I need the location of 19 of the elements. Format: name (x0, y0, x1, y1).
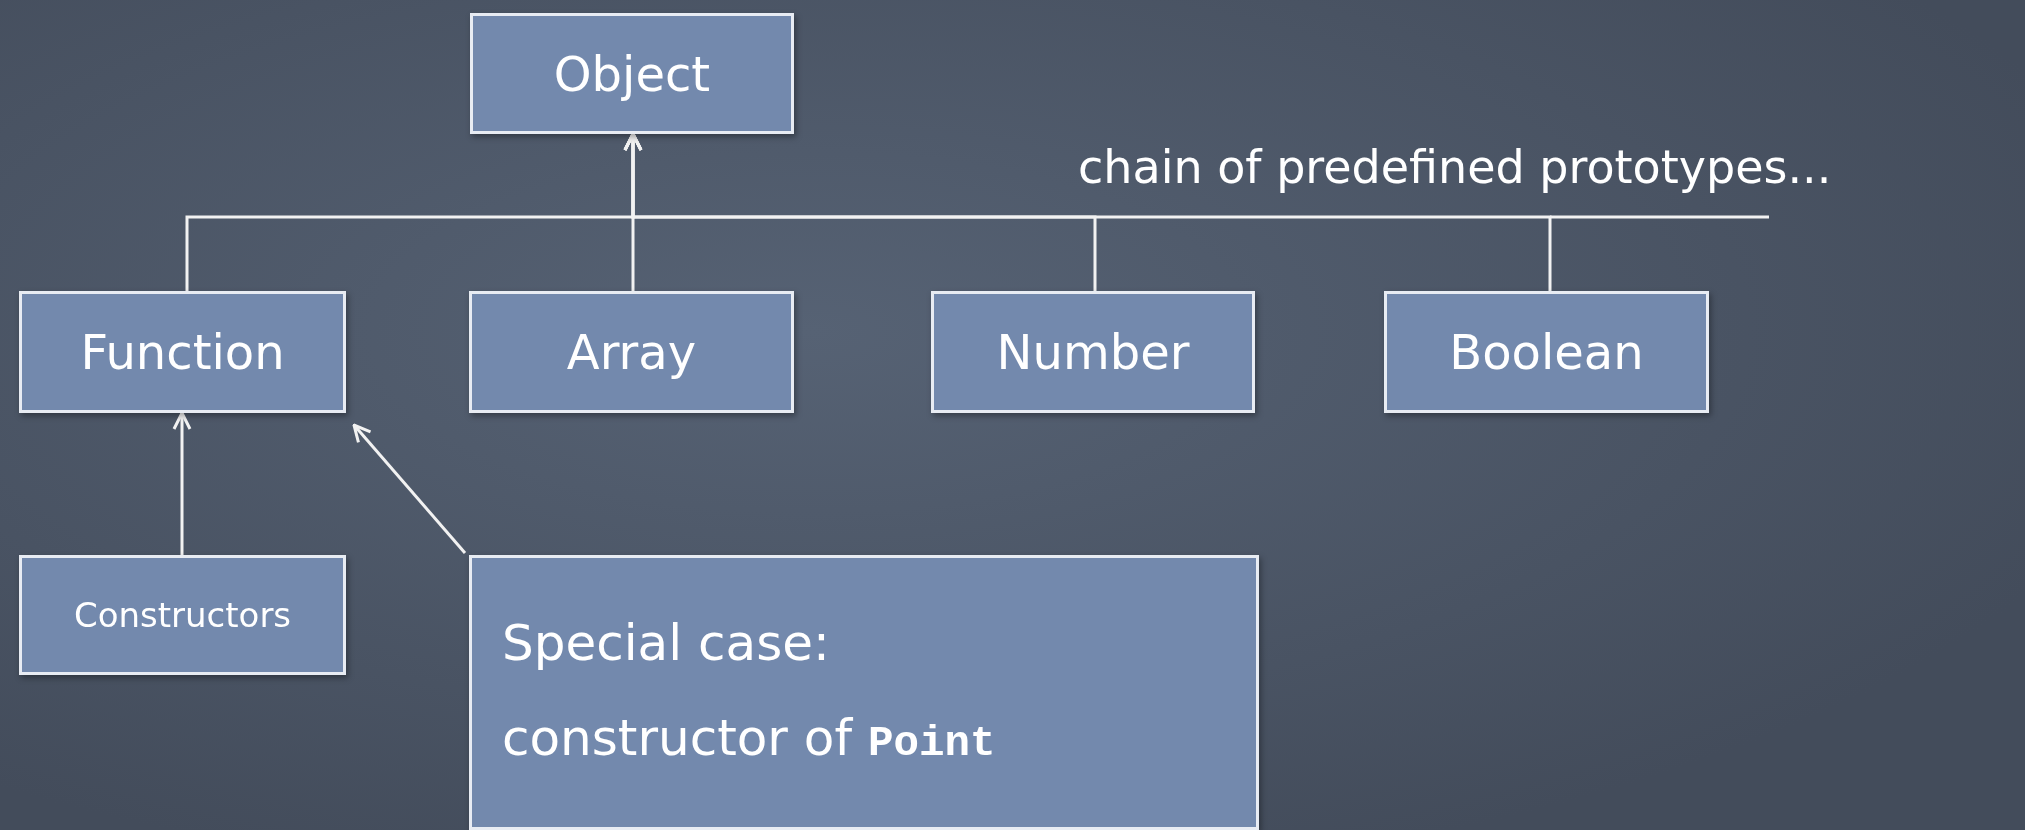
class-name: Object (553, 45, 711, 102)
class-box (469, 291, 794, 413)
note-text: chain of predefined prototypes... (1078, 140, 1832, 194)
class-name: Special case: (502, 613, 830, 674)
class-box (470, 13, 794, 134)
arrow (172, 411, 192, 555)
arrow (623, 132, 1552, 291)
class-box (931, 291, 1255, 413)
class-box (1384, 291, 1709, 413)
class-box (469, 555, 1259, 830)
class-name: constructor of Point (502, 708, 996, 770)
class-name: Boolean (1449, 324, 1644, 380)
class-name: Number (996, 324, 1190, 380)
class-box (19, 291, 346, 413)
class-box (19, 555, 346, 675)
class-name: Function (80, 324, 285, 380)
class-name: Array (566, 324, 697, 380)
class-name: Constructors (73, 595, 292, 635)
arrow (352, 423, 467, 554)
